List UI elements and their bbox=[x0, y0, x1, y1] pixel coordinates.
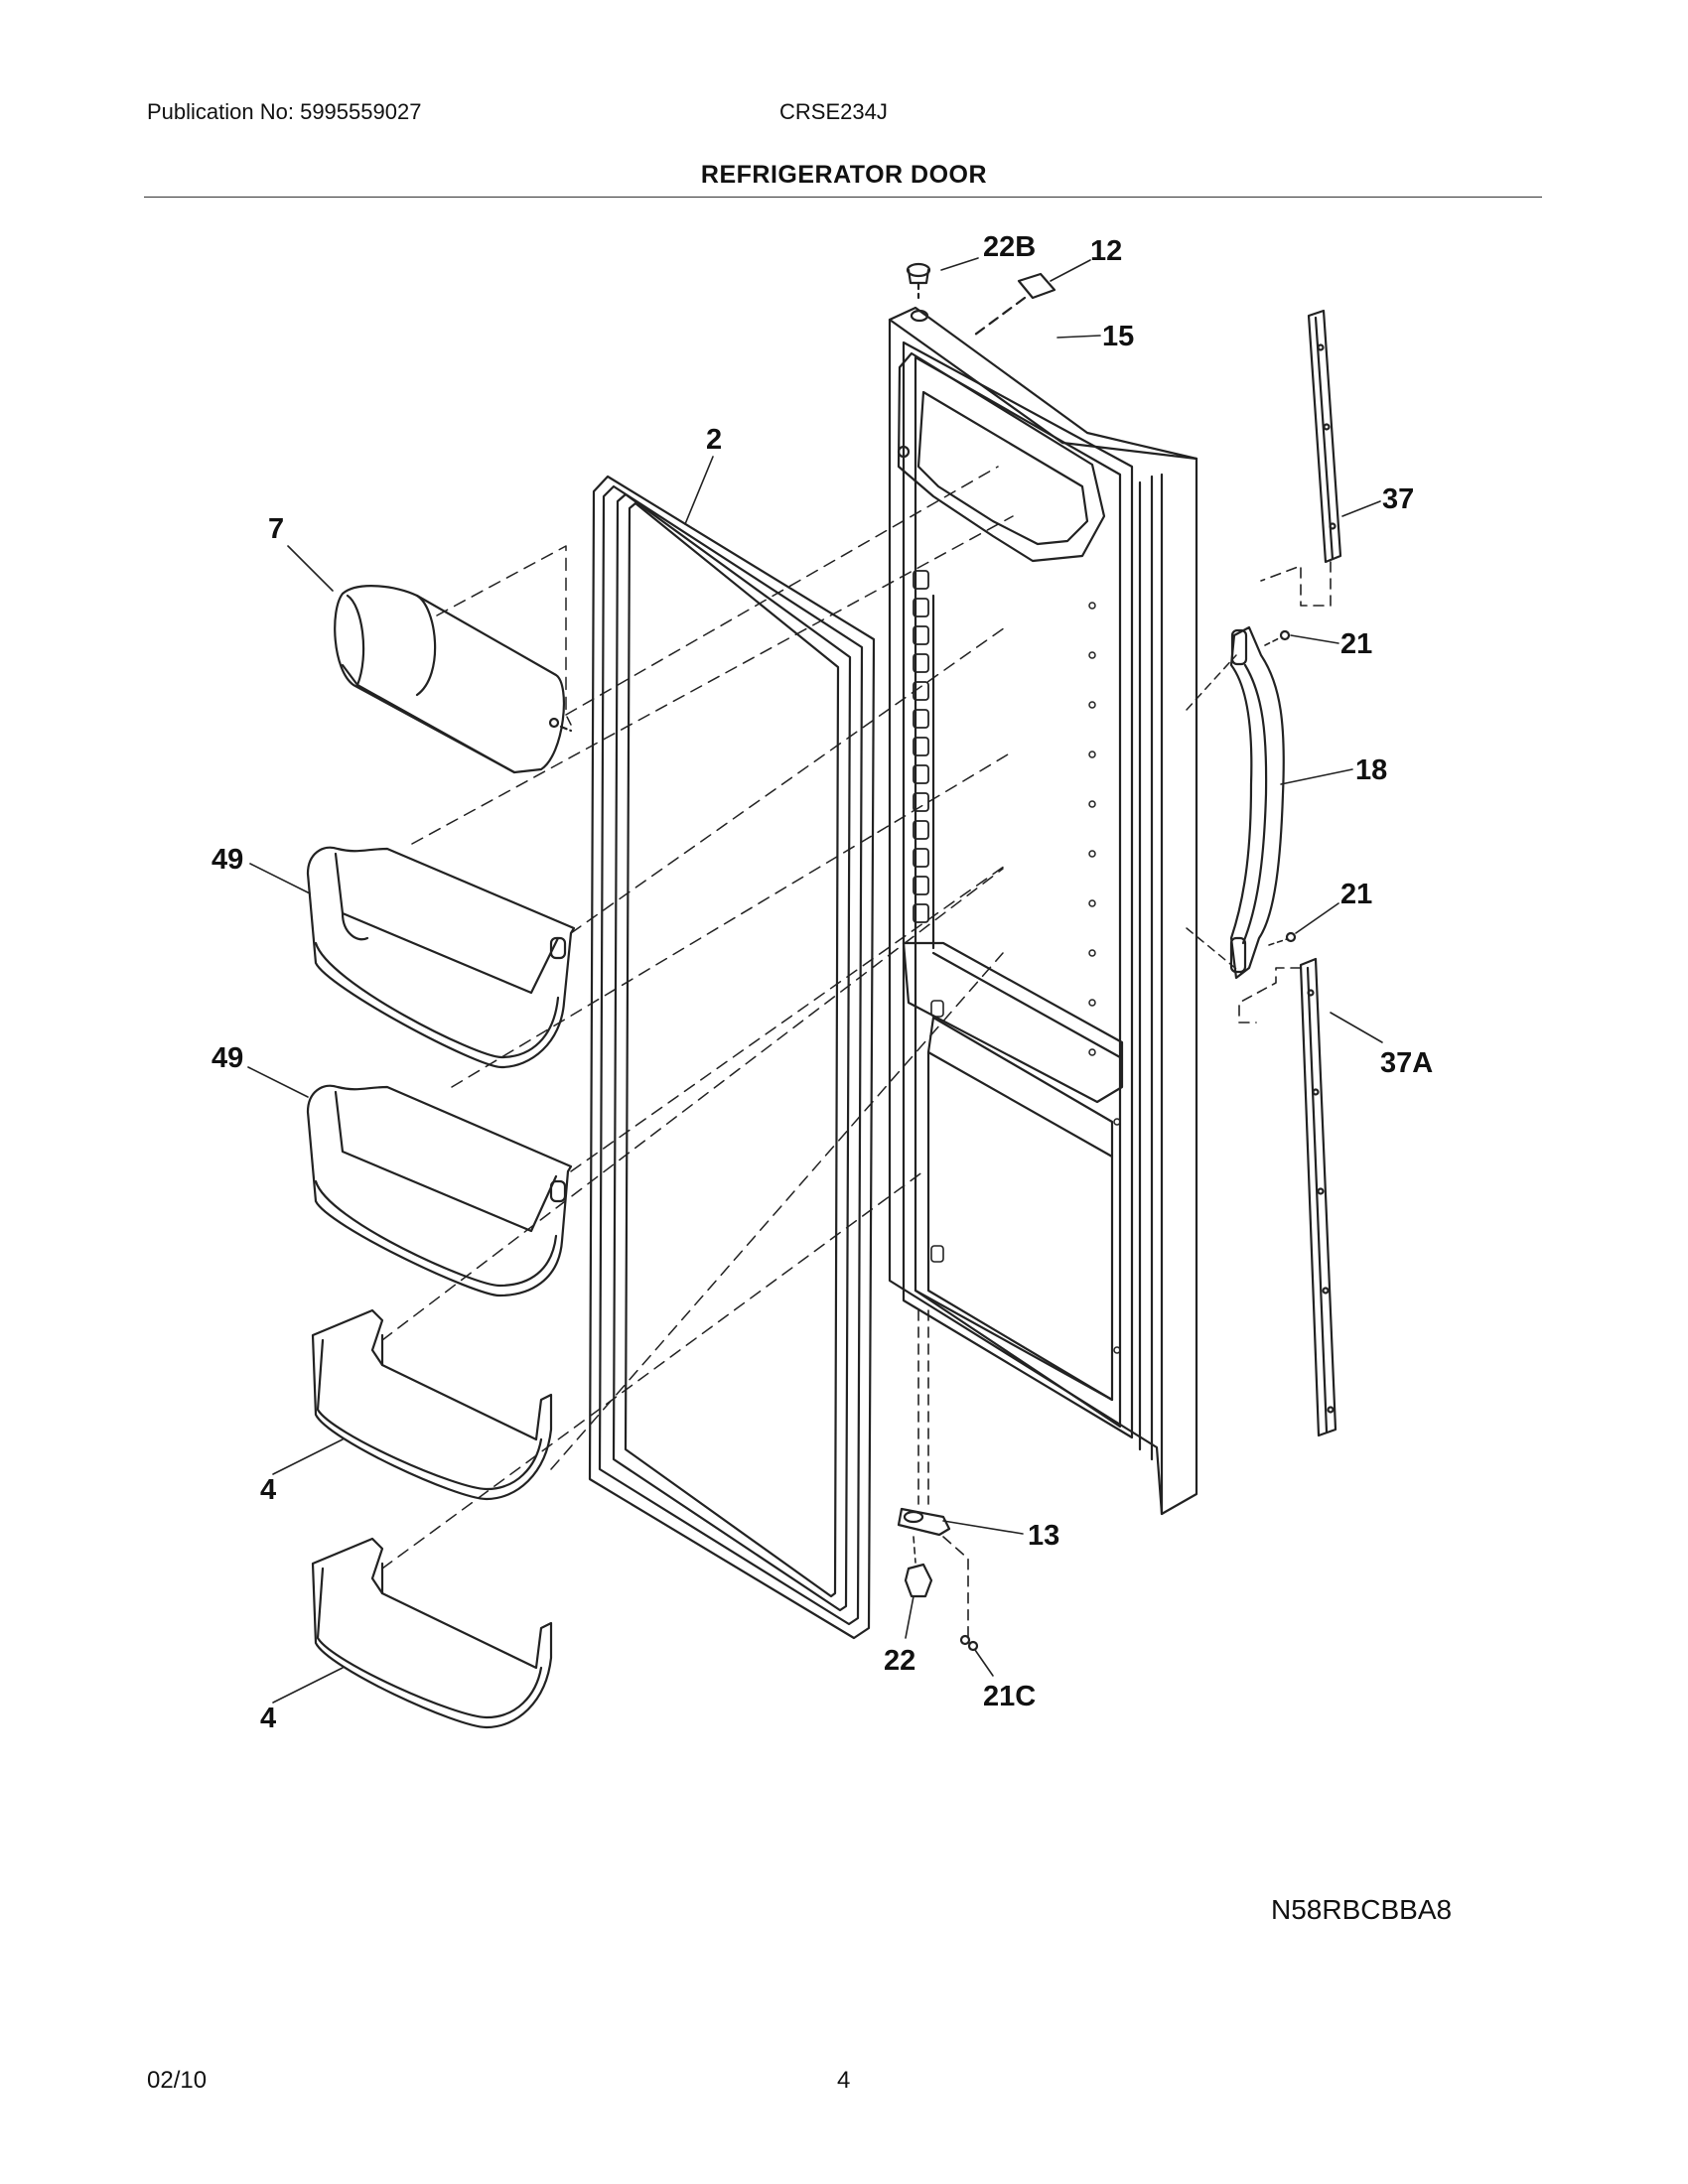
screw-21-lower bbox=[1268, 931, 1297, 946]
footer-date: 02/10 bbox=[147, 2067, 208, 2094]
callout-21-upper: 21 bbox=[1340, 628, 1372, 660]
dairy-bin-7 bbox=[334, 585, 573, 774]
callout-21c: 21C bbox=[983, 1681, 1036, 1712]
page-title: REFRIGERATOR DOOR bbox=[700, 161, 988, 189]
door-gasket bbox=[588, 475, 876, 1640]
screw-22b bbox=[906, 262, 931, 300]
door-shelf-4-lower bbox=[311, 1537, 553, 1729]
callout-18: 18 bbox=[1355, 754, 1387, 786]
callout-22b: 22B bbox=[983, 231, 1036, 263]
callout-49-upper: 49 bbox=[211, 844, 243, 876]
door-handle-18 bbox=[1229, 625, 1285, 980]
callout-12: 12 bbox=[1090, 235, 1122, 267]
diagram-code: N58RBCBBA8 bbox=[1271, 1894, 1453, 1925]
callout-21-lower: 21 bbox=[1340, 879, 1372, 910]
callout-7: 7 bbox=[268, 513, 284, 545]
door-bin-49-upper bbox=[306, 846, 576, 1069]
plug-12 bbox=[969, 272, 1056, 340]
callout-15: 15 bbox=[1102, 321, 1134, 352]
screw-21-upper bbox=[1264, 629, 1291, 646]
leader-lines bbox=[247, 257, 1383, 1704]
title-rule bbox=[144, 197, 1542, 198]
hinge-bracket-13 bbox=[897, 1309, 969, 1639]
page-number: 4 bbox=[837, 2067, 851, 2094]
assembly-lines bbox=[381, 466, 1242, 1570]
callout-13: 13 bbox=[1028, 1520, 1059, 1552]
callout-4-upper: 4 bbox=[260, 1474, 276, 1506]
door-bin-49-lower bbox=[306, 1084, 573, 1297]
bushing-22 bbox=[904, 1536, 933, 1598]
callout-2: 2 bbox=[706, 424, 722, 456]
callout-4-lower: 4 bbox=[260, 1703, 276, 1734]
model-number: CRSE234J bbox=[779, 99, 888, 124]
callout-37a: 37A bbox=[1380, 1047, 1433, 1079]
callout-22: 22 bbox=[884, 1645, 915, 1677]
screws-21c bbox=[959, 1634, 979, 1652]
trim-37 bbox=[1260, 309, 1342, 607]
callout-49-lower: 49 bbox=[211, 1042, 243, 1074]
door-liner bbox=[888, 306, 1198, 1516]
trim-37a bbox=[1238, 957, 1337, 1437]
publication-number: Publication No: 5995559027 bbox=[147, 99, 422, 124]
callout-37: 37 bbox=[1382, 483, 1414, 515]
